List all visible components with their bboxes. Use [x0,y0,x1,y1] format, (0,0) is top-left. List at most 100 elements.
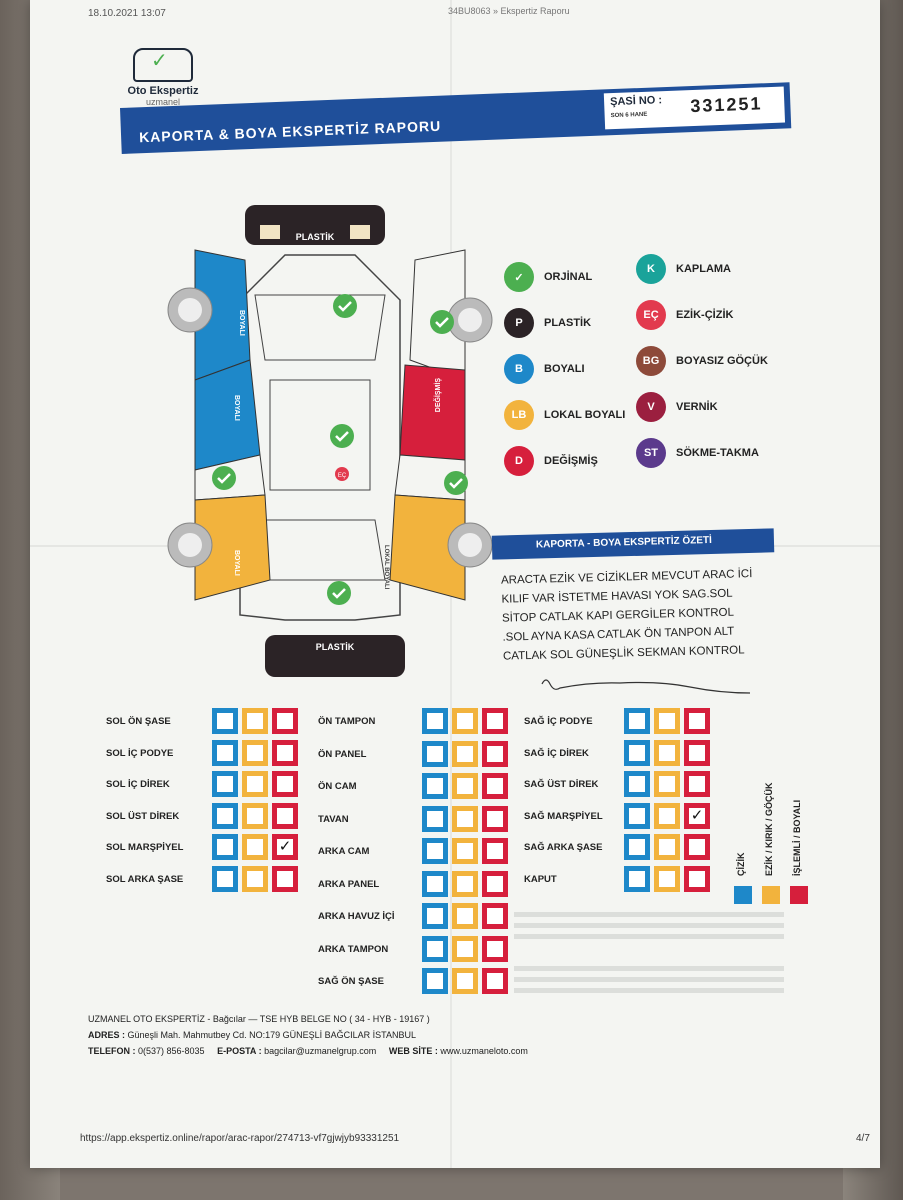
part-checkbox-cell[interactable] [654,802,680,829]
part-checkbox[interactable] [427,810,443,827]
part-checkbox[interactable] [457,810,473,827]
part-checkbox-cell[interactable] [624,739,650,766]
part-checkbox[interactable] [457,745,473,762]
part-checkbox-cell[interactable] [452,935,478,962]
part-checkbox-cell[interactable] [452,838,478,864]
part-checkbox-cell[interactable] [654,771,680,797]
part-checkbox[interactable] [629,713,645,729]
part-checkbox[interactable] [487,713,503,729]
part-checkbox[interactable] [427,875,443,892]
part-checkbox[interactable] [217,870,233,887]
part-checkbox[interactable] [247,713,263,729]
part-checkbox-cell[interactable] [482,708,508,734]
part-checkbox[interactable] [689,870,705,887]
part-checkbox[interactable] [427,908,443,924]
part-checkbox[interactable] [689,744,705,761]
part-checkbox[interactable] [247,839,263,855]
part-checkbox-cell[interactable] [452,968,478,994]
part-checkbox[interactable] [217,713,233,729]
part-checkbox[interactable] [629,776,645,792]
part-checkbox-cell[interactable] [212,771,238,797]
part-checkbox-cell[interactable] [452,805,478,832]
part-checkbox[interactable] [427,745,443,762]
part-checkbox-cell[interactable] [422,773,448,799]
part-checkbox[interactable] [689,713,705,729]
part-checkbox[interactable] [659,744,675,761]
part-checkbox[interactable] [427,843,443,859]
part-checkbox-cell[interactable] [624,771,650,797]
part-checkbox[interactable] [457,875,473,892]
part-checkbox[interactable] [659,870,675,887]
part-checkbox-cell[interactable] [212,865,238,892]
part-checkbox[interactable] [427,713,443,729]
part-checkbox[interactable] [247,870,263,887]
part-checkbox[interactable] [217,807,233,824]
part-checkbox-cell[interactable] [242,739,268,766]
part-checkbox-cell[interactable] [684,834,710,860]
part-checkbox[interactable] [247,807,263,824]
part-checkbox-cell[interactable] [482,773,508,799]
part-checkbox[interactable] [487,810,503,827]
part-checkbox[interactable] [487,908,503,924]
part-checkbox-cell[interactable] [624,865,650,892]
part-checkbox-cell[interactable] [422,935,448,962]
part-checkbox[interactable] [457,778,473,794]
part-checkbox-cell[interactable] [482,935,508,962]
part-checkbox[interactable] [659,807,675,824]
part-checkbox[interactable] [629,870,645,887]
part-checkbox[interactable] [427,940,443,957]
part-checkbox[interactable] [457,940,473,957]
part-checkbox[interactable] [629,839,645,855]
part-checkbox-cell[interactable] [684,771,710,797]
part-checkbox[interactable] [217,839,233,855]
part-checkbox-cell[interactable] [242,834,268,860]
part-checkbox[interactable] [629,744,645,761]
part-checkbox-cell[interactable] [212,834,238,860]
part-checkbox-cell[interactable] [684,739,710,766]
part-checkbox[interactable] [659,713,675,729]
part-checkbox[interactable] [487,745,503,762]
part-checkbox[interactable] [487,875,503,892]
part-checkbox-cell[interactable] [272,739,298,766]
part-checkbox-cell[interactable] [482,838,508,864]
part-checkbox-cell[interactable] [452,903,478,929]
part-checkbox[interactable] [277,807,293,824]
part-checkbox-cell[interactable] [422,740,448,767]
part-checkbox-cell[interactable] [654,834,680,860]
part-checkbox-cell[interactable] [272,708,298,734]
part-checkbox[interactable] [457,973,473,989]
part-checkbox[interactable] [277,776,293,792]
part-checkbox-cell[interactable] [422,903,448,929]
part-checkbox-cell[interactable] [684,865,710,892]
part-checkbox[interactable] [487,940,503,957]
part-checkbox[interactable] [427,778,443,794]
part-checkbox[interactable] [217,776,233,792]
part-checkbox-cell[interactable] [452,773,478,799]
part-checkbox-cell[interactable] [242,865,268,892]
part-checkbox[interactable] [217,744,233,761]
part-checkbox[interactable] [487,843,503,859]
part-checkbox[interactable] [277,870,293,887]
part-checkbox-cell[interactable] [482,903,508,929]
part-checkbox[interactable] [247,744,263,761]
part-checkbox-cell[interactable] [212,708,238,734]
part-checkbox-cell[interactable] [624,834,650,860]
part-checkbox-cell[interactable] [624,708,650,734]
part-checkbox-cell[interactable] [212,802,238,829]
part-checkbox[interactable] [487,778,503,794]
part-checkbox[interactable] [457,843,473,859]
part-checkbox[interactable] [277,744,293,761]
part-checkbox-cell[interactable] [654,865,680,892]
part-checkbox[interactable] [427,973,443,989]
part-checkbox[interactable] [689,839,705,855]
part-checkbox-cell[interactable] [482,870,508,897]
part-checkbox[interactable]: ✓ [689,806,705,824]
part-checkbox[interactable] [247,776,263,792]
part-checkbox-cell[interactable] [272,802,298,829]
part-checkbox-cell[interactable] [422,805,448,832]
part-checkbox-cell[interactable] [422,870,448,897]
part-checkbox-cell[interactable] [654,739,680,766]
part-checkbox-cell[interactable]: ✓ [272,834,298,860]
part-checkbox-cell[interactable] [272,865,298,892]
part-checkbox[interactable] [277,713,293,729]
